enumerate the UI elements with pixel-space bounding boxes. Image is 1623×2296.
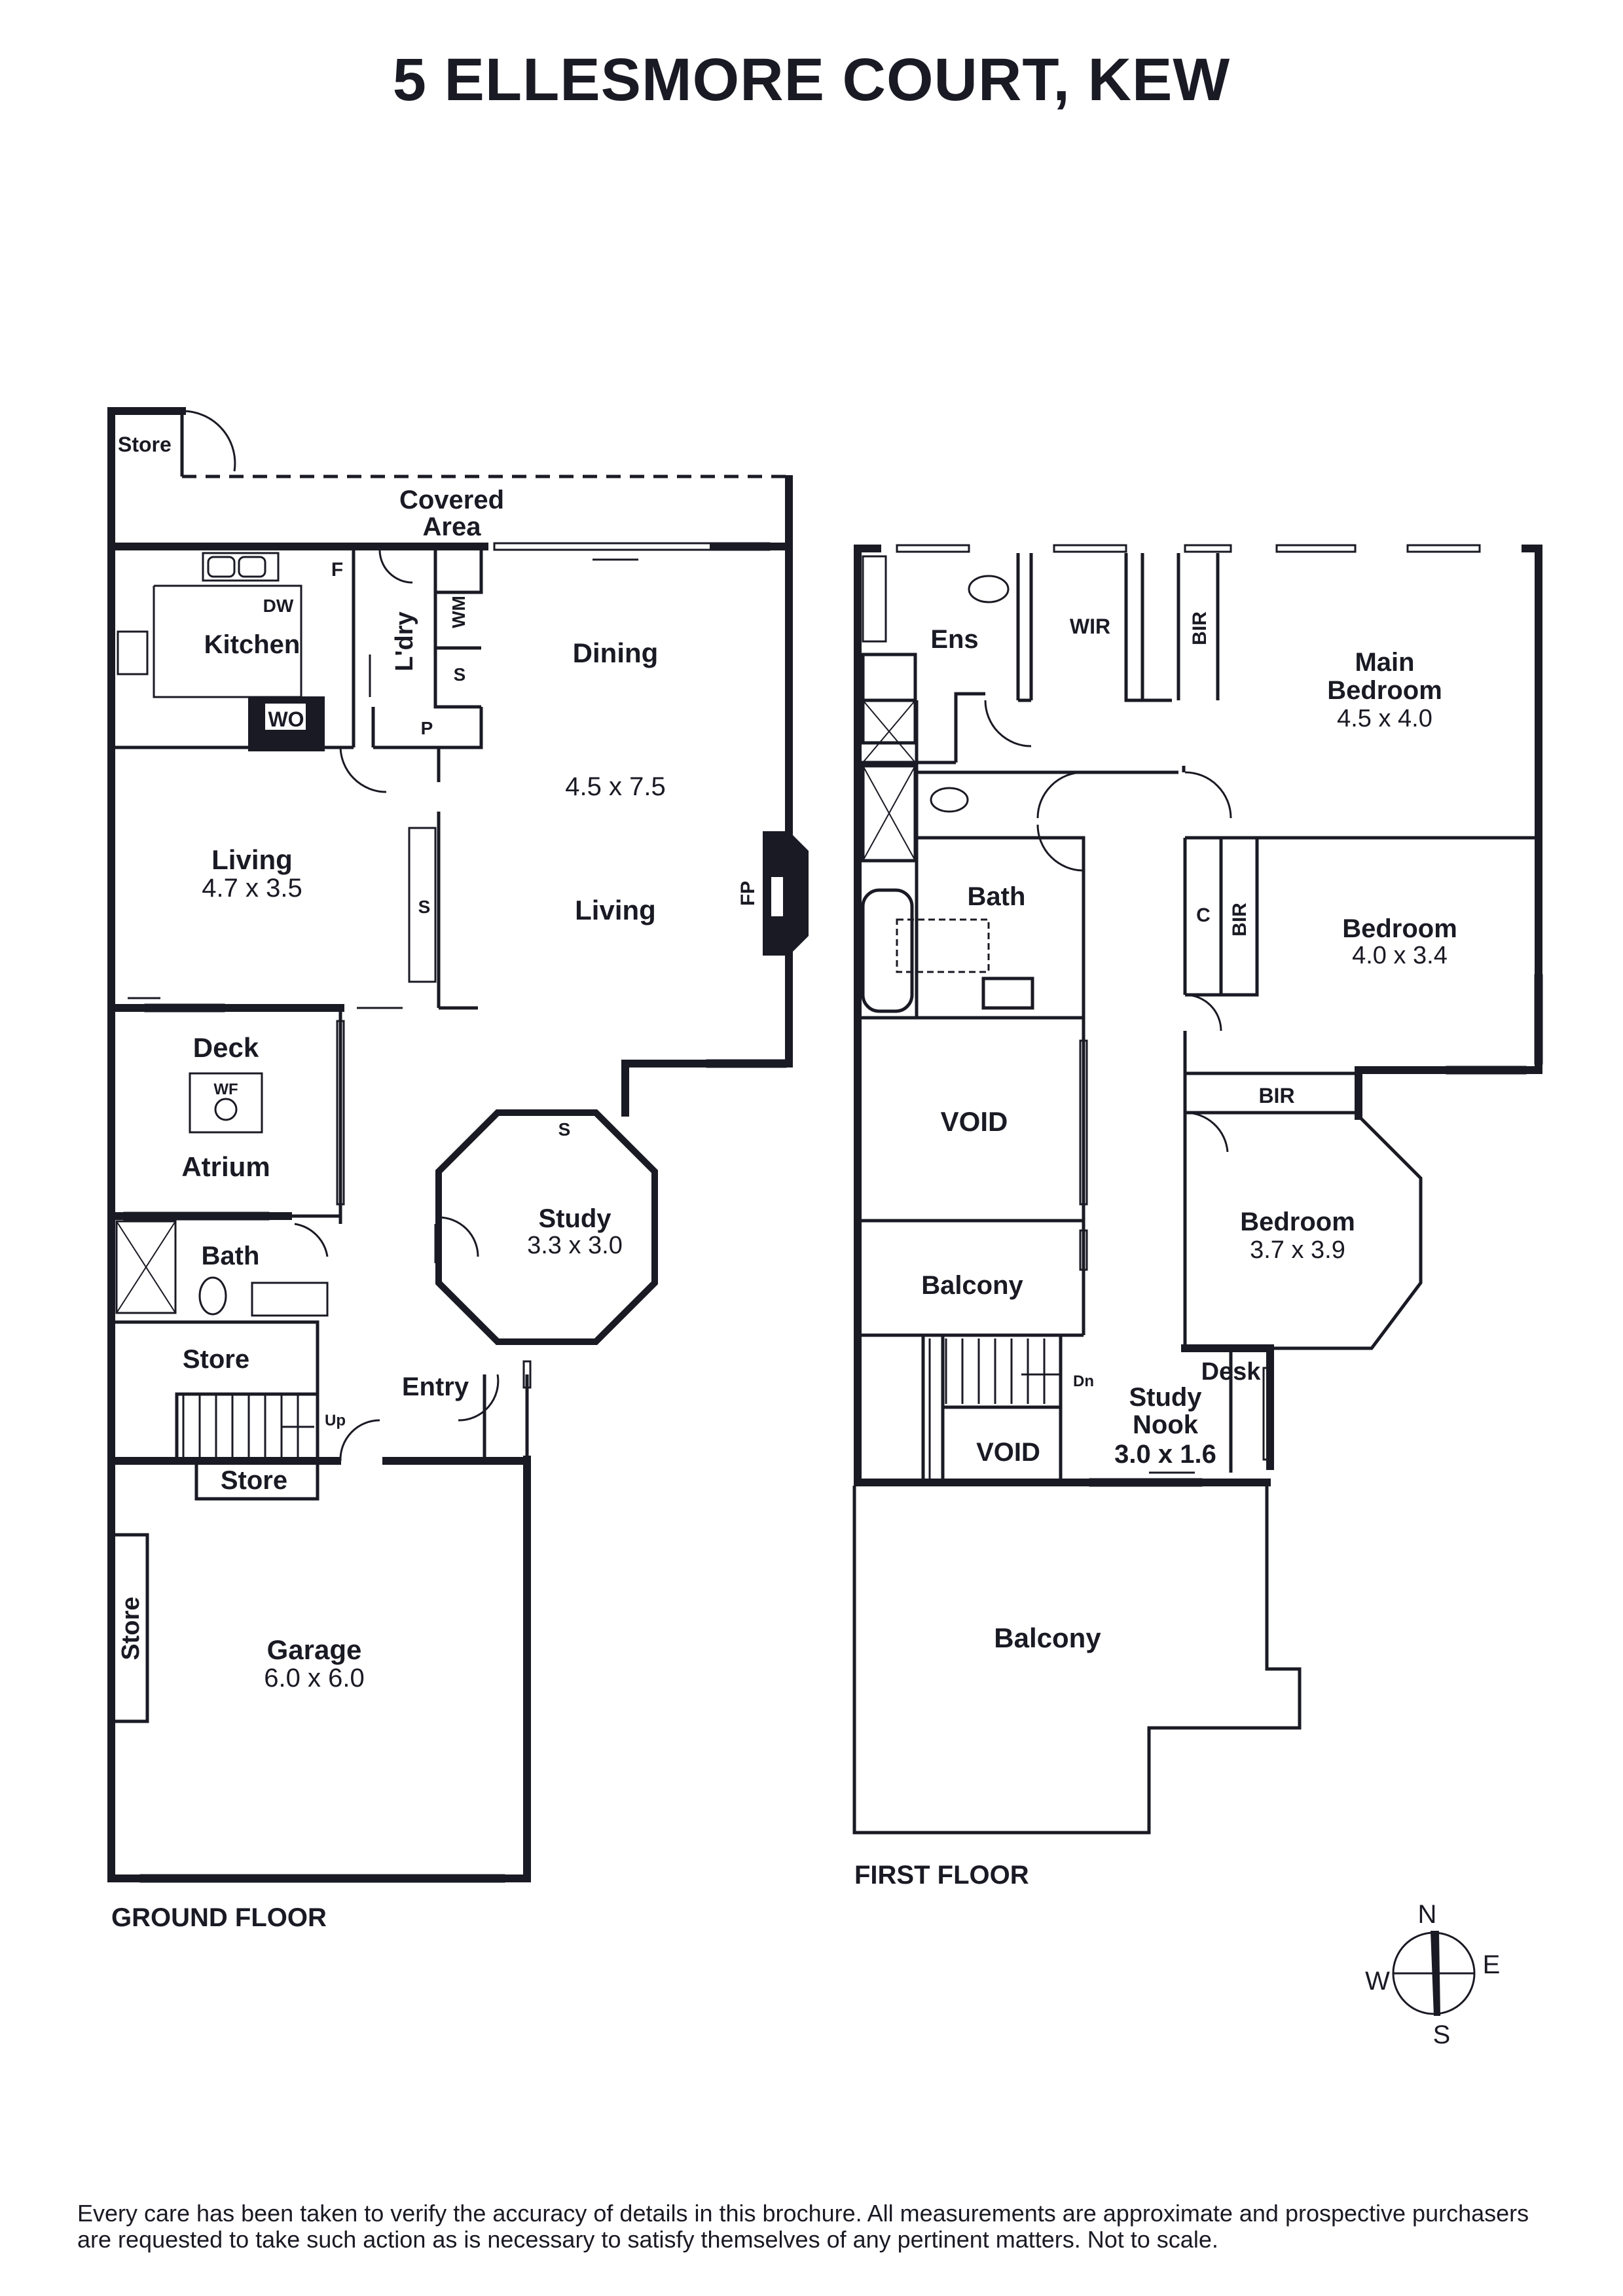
- compass-north: N: [1418, 1900, 1437, 1929]
- compass-south: S: [1433, 2020, 1451, 2049]
- label-dining: Dining: [573, 637, 659, 668]
- label-f: F: [331, 559, 343, 581]
- label-wir: WIR: [1070, 615, 1110, 638]
- label-atrium: Atrium: [181, 1151, 270, 1182]
- label-living: Living: [211, 844, 293, 875]
- label-bath-first: Bath: [968, 882, 1026, 911]
- label-study-dim: 3.3 x 3.0: [527, 1232, 623, 1259]
- label-store-top: Store: [118, 433, 172, 456]
- label-ens: Ens: [930, 625, 978, 654]
- label-s-study: S: [558, 1119, 571, 1139]
- label-dw: DW: [263, 596, 294, 616]
- label-c: C: [1196, 905, 1211, 926]
- label-dn: Dn: [1073, 1372, 1094, 1390]
- label-bir-main: BIR: [1189, 611, 1211, 645]
- label-wo: WO: [268, 708, 304, 731]
- label-bedroom-2: Bedroom: [1342, 914, 1457, 943]
- label-garage: Garage: [267, 1634, 362, 1665]
- label-store-side: Store: [117, 1596, 145, 1660]
- label-study-nook-2: Nook: [1133, 1410, 1199, 1439]
- label-up: Up: [325, 1412, 346, 1429]
- label-living-main: Living: [575, 895, 656, 925]
- label-entry: Entry: [402, 1372, 469, 1401]
- ground-floor-plan: [107, 407, 809, 1883]
- label-desk: Desk: [1201, 1358, 1262, 1386]
- label-bedroom-2-dim: 4.0 x 3.4: [1352, 942, 1448, 969]
- first-floor-plan: [852, 544, 1543, 1835]
- first-floor-labels: Ens WIR BIR Main Bedroom 4.5 x 4.0 Bath …: [854, 611, 1457, 1890]
- label-bedroom-3-dim: 3.7 x 3.9: [1250, 1236, 1345, 1264]
- label-bir-bed3: BIR: [1258, 1084, 1294, 1107]
- label-main-bedroom-dim: 4.5 x 4.0: [1337, 705, 1432, 732]
- label-garage-dim: 6.0 x 6.0: [264, 1664, 364, 1693]
- label-bath-ground: Bath: [202, 1242, 260, 1270]
- label-laundry: L'dry: [391, 611, 418, 671]
- page-title: 5 ELLESMORE COURT, KEW: [392, 46, 1231, 113]
- label-covered-area-2: Area: [423, 512, 482, 541]
- label-s-living: S: [418, 897, 431, 917]
- compass-east: E: [1483, 1950, 1501, 1979]
- label-living-dim: 4.7 x 3.5: [202, 874, 302, 903]
- label-balcony-big: Balcony: [994, 1623, 1101, 1653]
- label-study-nook-1: Study: [1129, 1383, 1202, 1412]
- label-p: P: [421, 718, 433, 738]
- label-void-1: VOID: [941, 1106, 1008, 1137]
- label-void-2: VOID: [976, 1438, 1040, 1467]
- disclaimer-text: Every care has been taken to verify the …: [77, 2200, 1529, 2253]
- label-main-bedroom-2: Bedroom: [1327, 676, 1442, 705]
- compass-icon: N E S W: [1365, 1900, 1500, 2049]
- label-dining-dim: 4.5 x 7.5: [565, 772, 665, 801]
- ground-floor-label: GROUND FLOOR: [111, 1903, 327, 1932]
- label-store-stair: Store: [221, 1466, 287, 1495]
- label-fp: FP: [737, 881, 759, 906]
- label-s-laundry: S: [454, 664, 466, 685]
- label-wf: WF: [213, 1081, 238, 1098]
- label-kitchen: Kitchen: [204, 630, 301, 659]
- label-wm: WM: [448, 596, 469, 628]
- first-floor-label: FIRST FLOOR: [854, 1861, 1029, 1890]
- label-bedroom-3: Bedroom: [1240, 1208, 1355, 1236]
- label-study-nook-dim: 3.0 x 1.6: [1114, 1440, 1216, 1469]
- label-store-mid: Store: [183, 1345, 249, 1374]
- label-bir-bed2: BIR: [1229, 903, 1250, 937]
- label-deck: Deck: [193, 1032, 259, 1063]
- ground-floor-labels: Store Covered Area Kitchen DW F WO L'dry…: [111, 433, 759, 1932]
- label-study: Study: [538, 1204, 611, 1233]
- label-covered-area-1: Covered: [399, 486, 504, 514]
- label-balcony-small: Balcony: [921, 1271, 1023, 1300]
- label-main-bedroom-1: Main: [1355, 648, 1414, 677]
- compass-west: W: [1365, 1967, 1390, 1996]
